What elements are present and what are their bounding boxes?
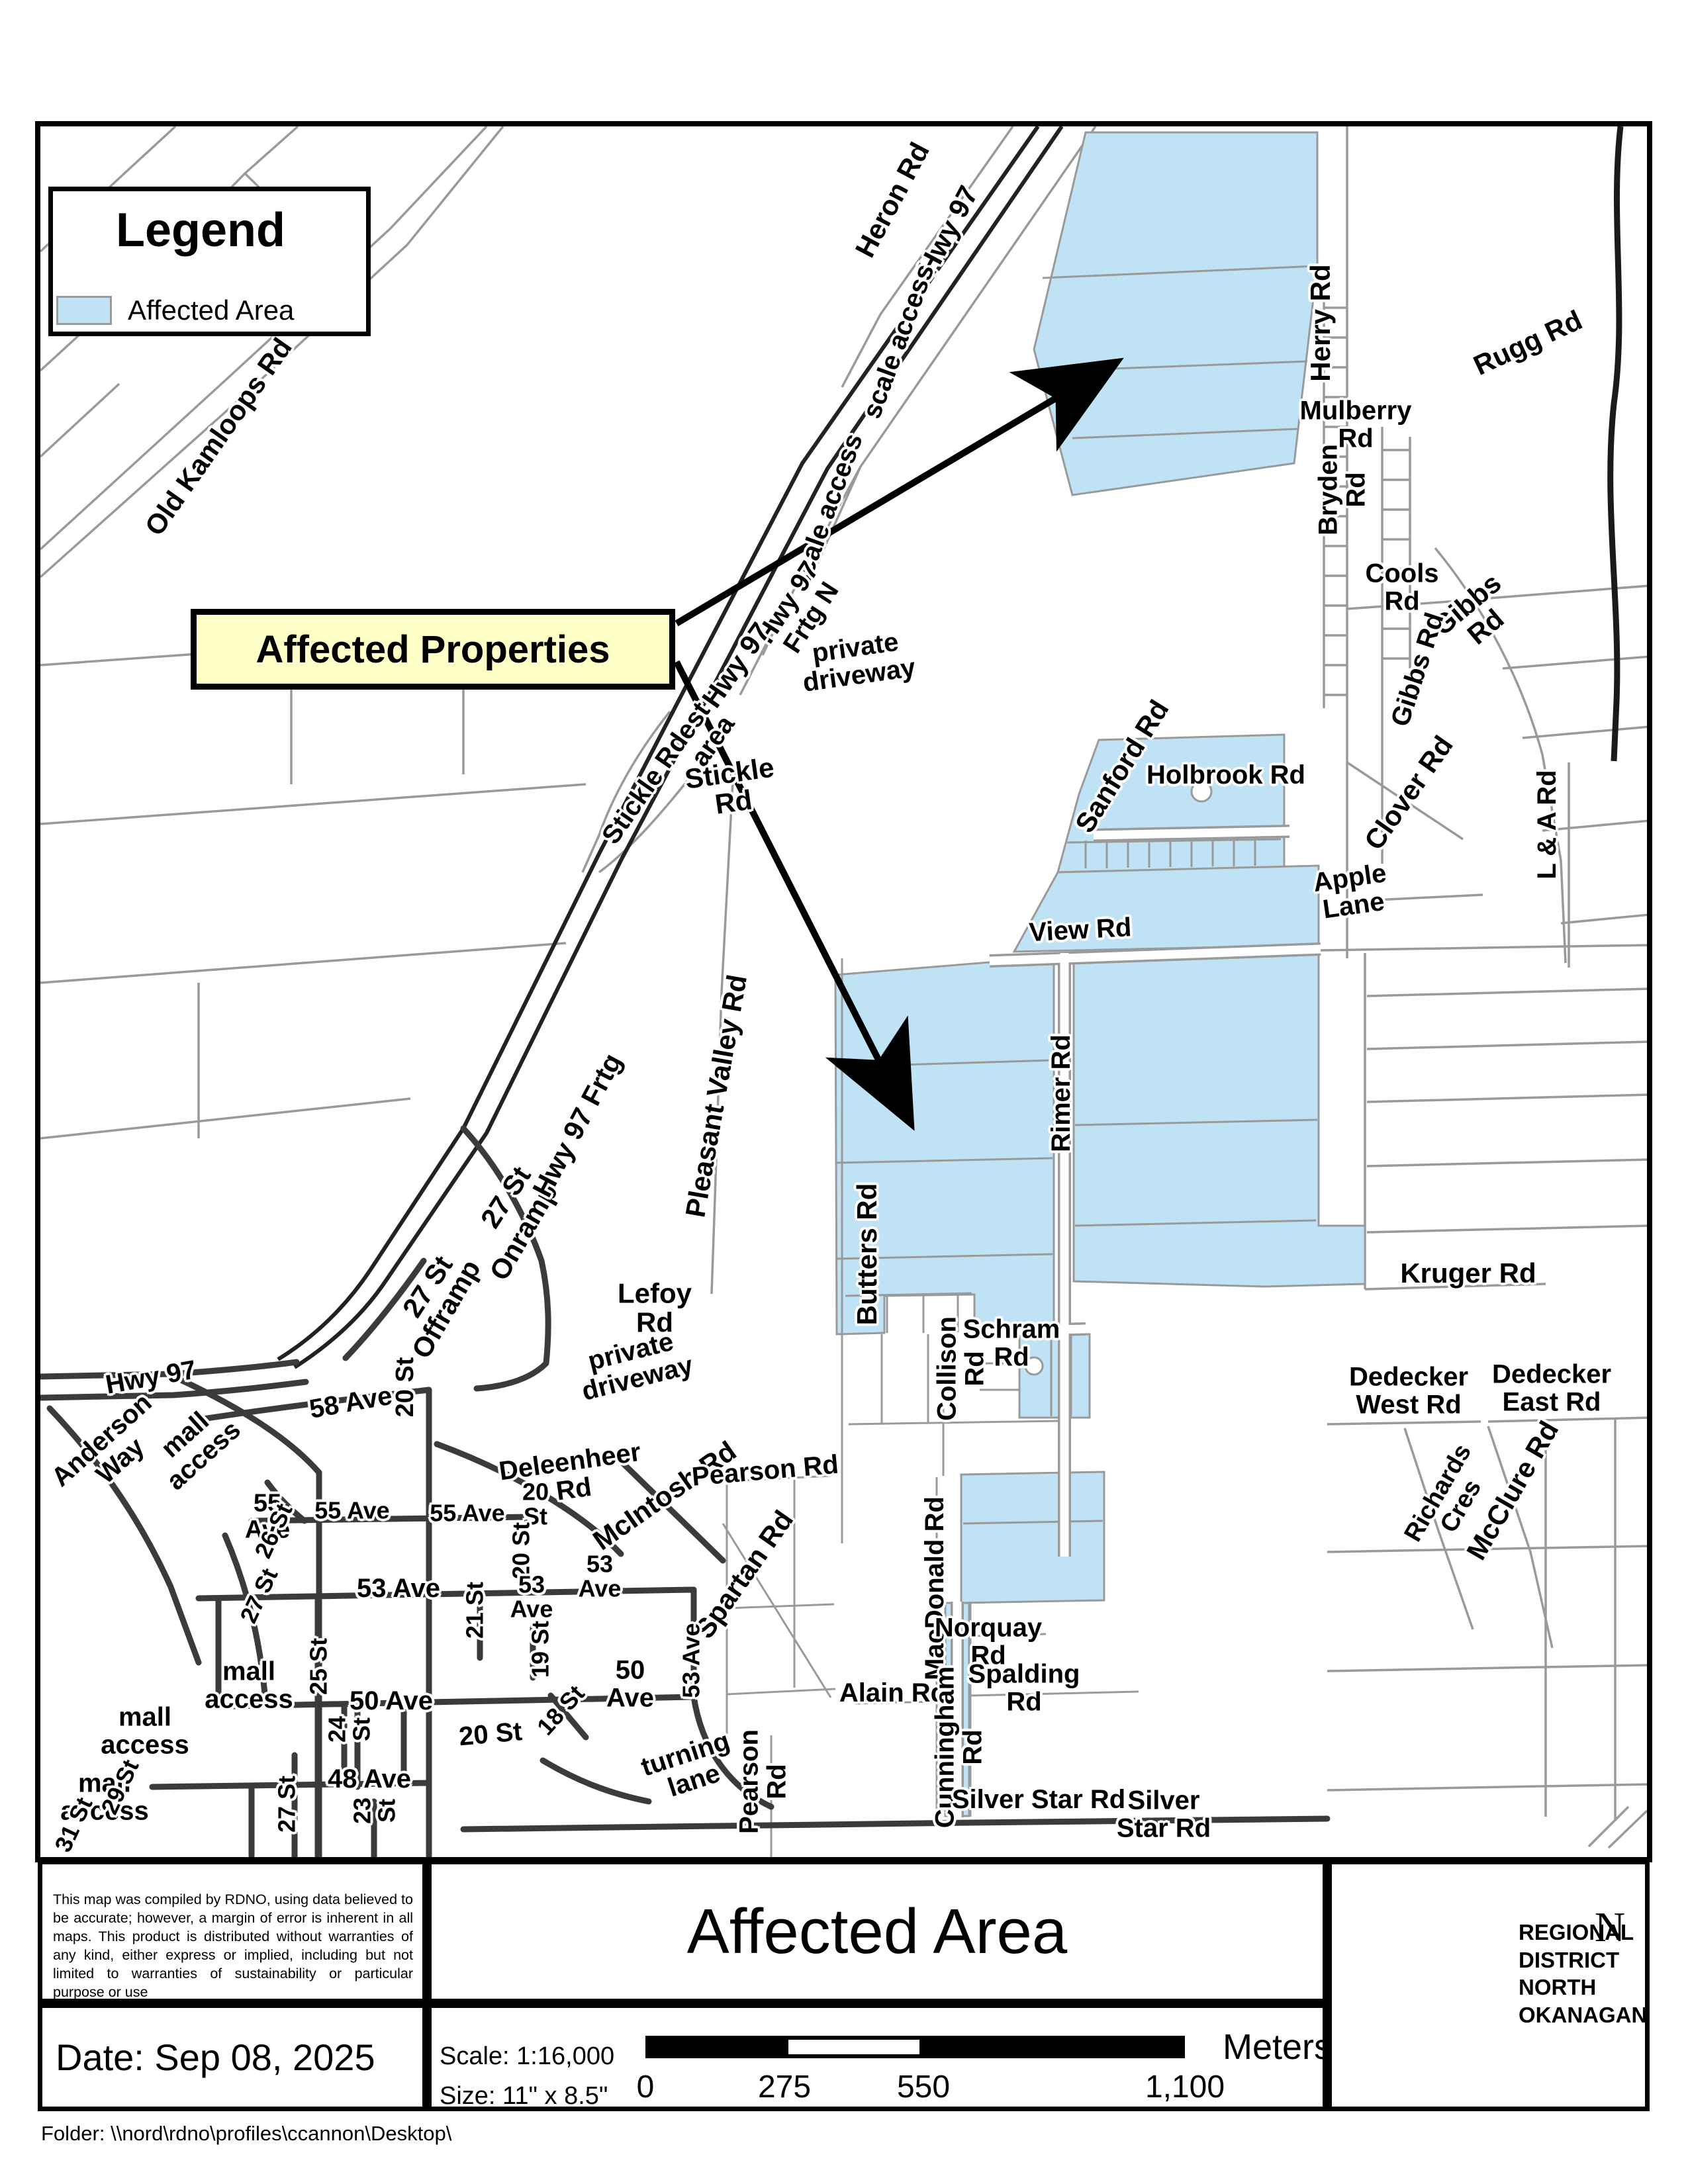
scale-label: Scale: 1:16,000	[440, 2042, 615, 2070]
logo-text-line: DISTRICT	[1519, 1947, 1620, 1972]
creek-line	[1607, 126, 1624, 762]
title-box: Affected Area	[427, 1860, 1327, 2003]
folder-path-note: Folder: \\nord\rdno\profiles\ccannon\Des…	[41, 2122, 452, 2145]
legend: Legend Affected Area	[48, 187, 371, 336]
logo-box: REGIONAL DISTRICT NORTH OKANAGAN N	[1327, 1860, 1650, 2111]
scale-tick: 0	[636, 2070, 655, 2105]
disclaimer-box: This map was compiled by RDNO, using dat…	[38, 1860, 427, 2003]
legend-item-label: Affected Area	[128, 295, 295, 326]
scale-tick: 275	[757, 2070, 812, 2105]
scale-bar-segment	[784, 2036, 923, 2058]
scale-tick: 550	[896, 2070, 951, 2105]
scale-bar	[645, 2036, 1185, 2058]
logo-text-line: OKANAGAN	[1519, 2002, 1648, 2027]
logo-text-line: REGIONAL	[1519, 1920, 1634, 1944]
scale-units-label: Meters	[1223, 2027, 1333, 2067]
map-title: Affected Area	[686, 1895, 1068, 1967]
date-box: Date: Sep 08, 2025	[38, 2003, 427, 2111]
highway-97	[277, 126, 1064, 1369]
size-label: Size: 11" x 8.5"	[440, 2082, 608, 2110]
legend-title: Legend	[116, 204, 286, 257]
scale-bar-segment	[645, 2036, 784, 2058]
logo-text-line: NORTH	[1519, 1975, 1597, 2000]
north-indicator: N	[1570, 1903, 1650, 1952]
affected-properties-callout: Affected Properties	[191, 609, 675, 690]
logo-text: REGIONAL DISTRICT NORTH OKANAGAN	[1519, 1919, 1647, 2028]
parcel-lines-overlay	[722, 265, 1318, 1857]
date-label: Date: Sep 08, 2025	[56, 2036, 375, 2078]
callout-label: Affected Properties	[256, 627, 610, 671]
disclaimer-text: This map was compiled by RDNO, using dat…	[53, 1891, 413, 2000]
scale-tick: 1,100	[1145, 2070, 1225, 2105]
legend-item-affected-area: Affected Area	[56, 295, 294, 326]
roads-through-affected-area	[951, 780, 1321, 1817]
scale-bar-segment	[923, 2036, 1185, 2058]
city-streets	[40, 1125, 1331, 1857]
arrow-to-central-affected-area	[673, 660, 915, 1131]
arrow-to-north-affected-area	[675, 357, 1124, 627]
scale-box: Scale: 1:16,000 Size: 11" x 8.5" 0 275 5…	[427, 2003, 1332, 2111]
callout-arrows	[673, 357, 1124, 1131]
north-label: N	[1594, 1903, 1626, 1950]
affected-area-swatch	[56, 296, 112, 325]
